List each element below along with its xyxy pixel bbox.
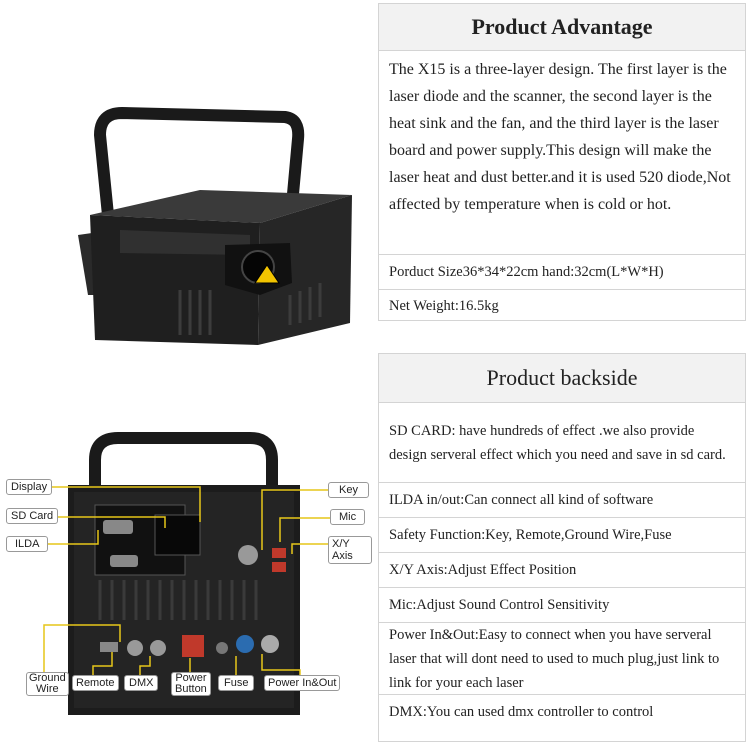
callout-power-button: Power Button [171, 672, 211, 696]
backside-row-ilda: ILDA in/out:Can connect all kind of soft… [379, 482, 745, 517]
callout-fuse: Fuse [218, 675, 255, 691]
laser-projector-front-image [78, 106, 352, 345]
product-advantage-description: The X15 is a three-layer design. The fir… [379, 50, 745, 254]
callout-ground-wire: Ground Wire [26, 672, 69, 696]
backside-row-xy-axis: X/Y Axis:Adjust Effect Position [379, 552, 745, 587]
product-backside-table: Product backside SD CARD: have hundreds … [378, 353, 746, 742]
backside-row-safety: Safety Function:Key, Remote,Ground Wire,… [379, 517, 745, 552]
backside-row-sd-card: SD CARD: have hundreds of effect .we als… [379, 402, 745, 482]
product-advantage-table: Product Advantage The X15 is a three-lay… [378, 3, 746, 321]
callout-mic: Mic [330, 509, 366, 525]
backside-row-mic: Mic:Adjust Sound Control Sensitivity [379, 587, 745, 622]
callout-sd-card: SD Card [6, 508, 59, 524]
callout-xy-axis: X/Y Axis [328, 536, 372, 564]
callout-remote: Remote [72, 675, 119, 691]
callout-key: Key [328, 482, 369, 498]
callout-power-button-line1: Power [175, 672, 207, 684]
callout-ilda: ILDA [6, 536, 49, 552]
callout-labels: Display SD Card ILDA Key Mic X/Y Axis Gr… [0, 430, 372, 740]
backside-row-dmx: DMX:You can used dmx controller to contr… [379, 694, 745, 729]
callout-ground-wire-line1: Ground [29, 672, 66, 684]
callout-power-in-out: Power In&Out [264, 675, 341, 691]
backside-row-power: Power In&Out:Easy to connect when you ha… [379, 622, 745, 694]
net-weight: Net Weight:16.5kg [379, 289, 745, 322]
callout-power-button-line2: Button [175, 683, 207, 695]
product-advantage-title: Product Advantage [379, 4, 745, 50]
callout-ground-wire-line2: Wire [36, 683, 59, 695]
product-size: Porduct Size36*34*22cm hand:32cm(L*W*H) [379, 254, 745, 289]
product-backside-title: Product backside [379, 354, 745, 402]
callout-dmx: DMX [124, 675, 159, 691]
callout-display: Display [6, 479, 53, 495]
